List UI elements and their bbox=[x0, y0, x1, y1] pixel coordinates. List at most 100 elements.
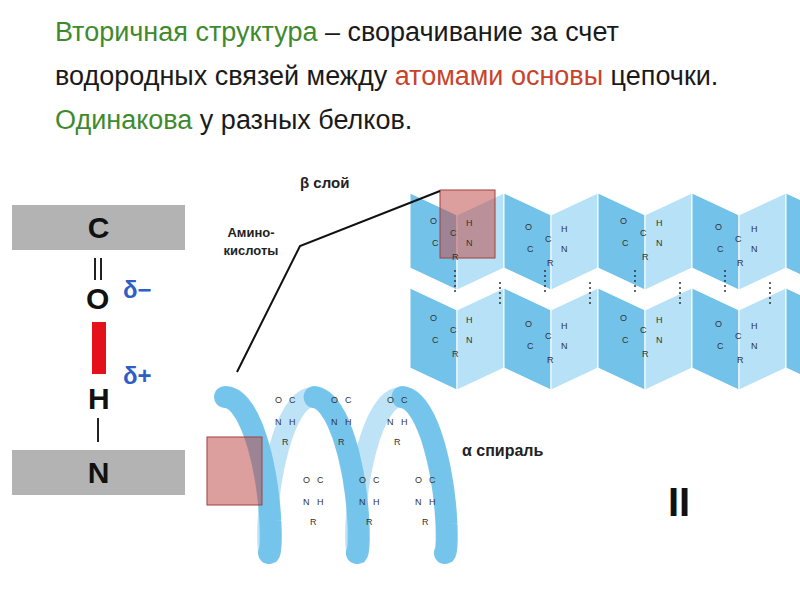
sheet-panel bbox=[504, 193, 551, 290]
chem-atom: O bbox=[430, 216, 437, 226]
chem-atom: N bbox=[751, 341, 758, 351]
atom-symbol: N bbox=[88, 456, 110, 490]
chem-atom: C bbox=[735, 234, 742, 244]
chem-atom: R bbox=[737, 355, 744, 365]
chem-atom: H bbox=[289, 417, 296, 427]
chem-atom: C bbox=[429, 475, 436, 485]
chem-atom: O bbox=[387, 395, 394, 405]
sheet-panel bbox=[504, 288, 551, 390]
hydrogen-bond bbox=[679, 282, 681, 304]
chem-atom: O bbox=[715, 222, 722, 232]
chem-atom: H bbox=[656, 218, 663, 228]
hydrogen-bond bbox=[499, 282, 501, 304]
chem-atom: C bbox=[450, 228, 457, 238]
chem-atom: R bbox=[422, 517, 429, 527]
hydrogen-bond bbox=[544, 270, 546, 292]
chem-atom: N bbox=[466, 238, 473, 248]
sheet-panel bbox=[598, 193, 645, 290]
chem-atom: C bbox=[527, 341, 534, 351]
sheet-panel bbox=[692, 288, 739, 390]
chem-atom: O bbox=[275, 395, 282, 405]
double-bond bbox=[100, 258, 102, 280]
chem-atom: H bbox=[466, 315, 473, 325]
chem-atom: C bbox=[432, 335, 439, 345]
leader-line bbox=[237, 191, 440, 372]
chem-atom: R bbox=[642, 349, 649, 359]
chem-atom: C bbox=[527, 244, 534, 254]
chem-atom: R bbox=[394, 437, 401, 447]
chem-atom: N bbox=[303, 497, 310, 507]
chem-atom: N bbox=[359, 497, 366, 507]
callout-label: Амино- кислоты bbox=[216, 224, 286, 260]
chem-atom: C bbox=[735, 331, 742, 341]
chem-atom: H bbox=[401, 417, 408, 427]
chem-atom: O bbox=[303, 475, 310, 485]
chem-atom: C bbox=[401, 395, 408, 405]
sheet-panel bbox=[645, 288, 692, 390]
chem-atom: C bbox=[640, 228, 647, 238]
chem-atom: C bbox=[640, 325, 647, 335]
hydrogen-bond bbox=[724, 270, 726, 292]
hydrogen-bond bbox=[454, 270, 456, 292]
chem-atom: O bbox=[620, 216, 627, 226]
partial-charge: δ− bbox=[123, 276, 152, 304]
chem-atom: N bbox=[466, 335, 473, 345]
chem-atom: R bbox=[547, 258, 554, 268]
chem-atom: H bbox=[466, 218, 473, 228]
chem-atom: H bbox=[373, 497, 380, 507]
chem-atom: N bbox=[275, 417, 282, 427]
chem-atom: N bbox=[387, 417, 394, 427]
hydrogen-bond bbox=[634, 270, 636, 292]
sheet-panel bbox=[786, 193, 800, 290]
hydrogen-bonds bbox=[455, 270, 770, 304]
chem-atom: H bbox=[751, 224, 758, 234]
beta-sheet bbox=[410, 193, 800, 390]
chem-atom: O bbox=[620, 313, 627, 323]
chem-atom: C bbox=[717, 244, 724, 254]
sheet-panel bbox=[457, 288, 504, 390]
chem-atom: C bbox=[373, 475, 380, 485]
chem-atom: C bbox=[289, 395, 296, 405]
helix-ribbon bbox=[403, 397, 447, 553]
sheet-panel bbox=[645, 193, 692, 290]
highlight-box bbox=[440, 190, 495, 258]
chem-atom: H bbox=[656, 315, 663, 325]
chem-atom: H bbox=[561, 224, 568, 234]
partial-charge: δ+ bbox=[123, 362, 152, 390]
chem-atom: R bbox=[310, 517, 317, 527]
sheet-panel bbox=[598, 288, 645, 390]
double-bond bbox=[94, 258, 96, 280]
chem-atom: N bbox=[561, 341, 568, 351]
chem-atom: H bbox=[429, 497, 436, 507]
chem-atom: R bbox=[452, 349, 459, 359]
chem-atom: N bbox=[331, 417, 338, 427]
chem-atom: H bbox=[751, 321, 758, 331]
sheet-panel bbox=[692, 193, 739, 290]
chem-atom: O bbox=[525, 319, 532, 329]
chem-atom: R bbox=[282, 437, 289, 447]
chem-atom: C bbox=[317, 475, 324, 485]
chem-atom: C bbox=[545, 331, 552, 341]
title: Вторичная структура – сворачивание за сч… bbox=[55, 10, 735, 142]
chem-atom: R bbox=[452, 252, 459, 262]
chem-atom: C bbox=[345, 395, 352, 405]
sheet-panel bbox=[551, 288, 598, 390]
helix-ribbon bbox=[315, 397, 359, 553]
callout-label: β слой bbox=[300, 174, 349, 191]
chem-atom: C bbox=[450, 325, 457, 335]
sheet-panel bbox=[786, 288, 800, 390]
hydrogen-bond bbox=[589, 282, 591, 304]
single-bond bbox=[97, 418, 99, 442]
chem-atom: N bbox=[656, 238, 663, 248]
atom-symbol: C bbox=[88, 211, 110, 245]
highlight-box bbox=[207, 437, 262, 505]
chem-atom: N bbox=[751, 244, 758, 254]
section-number: II bbox=[668, 480, 690, 525]
chem-atom: R bbox=[338, 437, 345, 447]
sheet-panel bbox=[739, 193, 786, 290]
chem-atom: O bbox=[359, 475, 366, 485]
sheet-panel bbox=[551, 193, 598, 290]
chem-atom: R bbox=[642, 252, 649, 262]
atom-symbol: O bbox=[86, 282, 109, 316]
chem-atom: C bbox=[545, 234, 552, 244]
